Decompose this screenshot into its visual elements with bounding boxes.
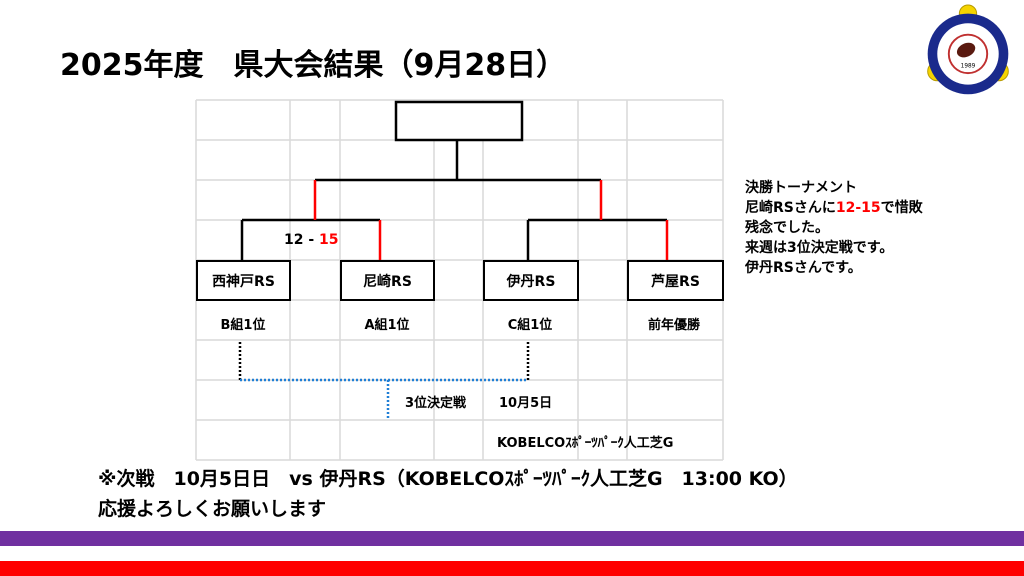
- school-logo: 1989: [927, 4, 1009, 95]
- venue-label: KOBELCOｽﾎﾟｰﾂﾊﾟｰｸ人工芝G: [497, 436, 674, 451]
- side-note-text: 尼崎RSさんに: [745, 200, 836, 216]
- team-note: A組1位: [364, 318, 410, 333]
- team-note: C組1位: [507, 318, 553, 333]
- team-box-nishikobe: 西神戸RS: [196, 260, 291, 301]
- side-note-line: 決勝トーナメント: [745, 180, 857, 196]
- side-note-text: で惜敗: [880, 200, 923, 216]
- champion-box: [394, 100, 524, 142]
- team-box-itami: 伊丹RS: [483, 260, 579, 301]
- svg-text:1989: 1989: [961, 63, 976, 69]
- page-title: 2025年度 県大会結果（9月28日）: [60, 48, 567, 83]
- score-winner: 15: [319, 232, 339, 248]
- white-stripe: [0, 546, 1024, 561]
- support-message: 応援よろしくお願いします: [98, 498, 327, 520]
- side-note-line: 伊丹RSさんです。: [745, 260, 862, 276]
- third-place-date: 10月5日: [499, 396, 553, 411]
- semifinal-score: 12 - 15: [284, 232, 339, 248]
- side-note-line: 残念でした。: [745, 220, 829, 236]
- side-note-score: 12-15: [835, 200, 881, 216]
- purple-stripe: [0, 531, 1024, 546]
- red-stripe: [0, 561, 1024, 576]
- side-note: 決勝トーナメント 尼崎RSさんに12-15で惜敗 残念でした。 来週は3位決定戦…: [745, 178, 923, 278]
- third-place-label: 3位決定戦: [405, 396, 467, 411]
- team-box-ashiya: 芦屋RS: [627, 260, 724, 301]
- team-note: 前年優勝: [647, 318, 700, 333]
- team-box-amagasaki: 尼崎RS: [340, 260, 435, 301]
- score-loser: 12 -: [284, 232, 320, 248]
- team-note: B組1位: [220, 318, 266, 333]
- side-note-line: 尼崎RSさんに12-15で惜敗: [745, 198, 923, 218]
- side-note-line: 来週は3位決定戦です。: [745, 240, 894, 256]
- next-match-info: ※次戦 10月5日日 vs 伊丹RS（KOBELCOｽﾎﾟｰﾂﾊﾟｰｸ人工芝G …: [98, 468, 798, 490]
